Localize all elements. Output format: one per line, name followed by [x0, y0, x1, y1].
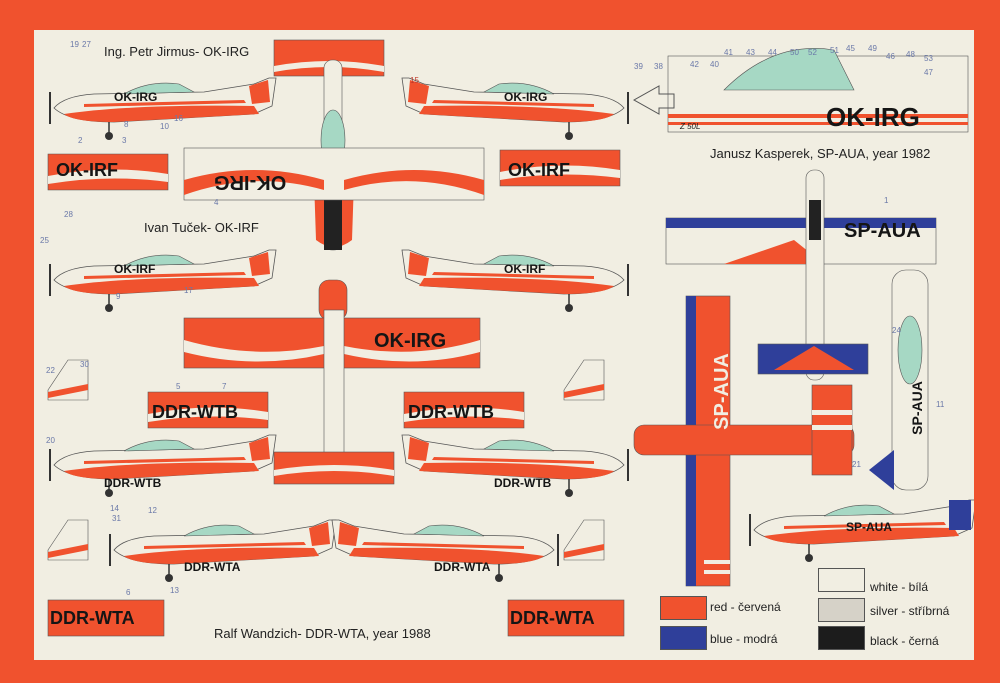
callout: 15: [410, 76, 419, 85]
caption-tucek: Ivan Tuček- OK-IRF: [144, 220, 259, 235]
top-view-ok-irg: [183, 39, 485, 251]
callout: 19: [70, 40, 79, 49]
callout: 44: [768, 48, 777, 57]
callout: 27: [82, 40, 91, 49]
reg-ok-irg-inverted: OK-IRG: [214, 171, 287, 193]
callout: 46: [886, 52, 895, 61]
legend-swatch-blue: [660, 626, 707, 650]
callout: 40: [710, 60, 719, 69]
callout: 3: [122, 136, 127, 145]
caption-kasperek: Janusz Kasperek, SP-AUA, year 1982: [710, 146, 931, 161]
reg-ddr-wta-panel-right: DDR-WTA: [510, 608, 595, 628]
belly-view-sp-aua: [869, 269, 929, 491]
callout: 9: [116, 292, 121, 301]
reg-ok-irf-right: OK-IRF: [504, 262, 546, 276]
legend-label-silver: silver - stříbrná: [870, 604, 950, 618]
callout: 4: [214, 198, 219, 207]
callout: 12: [148, 506, 157, 515]
callout: 39: [634, 62, 643, 71]
reg-ddr-wtb-left: DDR-WTB: [104, 476, 162, 490]
callout: 1: [884, 196, 889, 205]
callout: 49: [868, 44, 877, 53]
reg-ddr-wtb-right-panel: DDR-WTB: [408, 402, 494, 422]
callout: 38: [654, 62, 663, 71]
reg-sp-aua-side: SP-AUA: [846, 520, 893, 534]
callout: 14: [110, 504, 119, 513]
legend-swatch-black: [818, 626, 865, 650]
callout: 17: [184, 286, 193, 295]
reg-ok-irf-panel-right: OK-IRF: [508, 160, 570, 180]
callout: 45: [846, 44, 855, 53]
caption-wandzich: Ralf Wandzich- DDR-WTA, year 1988: [214, 626, 431, 641]
callout: 51: [830, 46, 839, 55]
reg-sp-aua-belly: SP-AUA: [908, 381, 925, 435]
callout: 8: [124, 120, 129, 129]
callout: 48: [906, 50, 915, 59]
decal-sheet: Ing. Petr Jirmus- OK-IRG Ivan Tuček- OK-…: [34, 30, 974, 660]
aircraft-drawings: [47, 39, 974, 637]
reg-ddr-wta-panel-left: DDR-WTA: [50, 608, 135, 628]
legend-swatch-red: [660, 596, 707, 620]
callout: 30: [80, 360, 89, 369]
legend-swatch-silver: [818, 598, 865, 622]
callout: 2: [78, 136, 83, 145]
reg-ok-irg-wing: OK-IRG: [374, 330, 447, 352]
legend-label-red: red - červená: [710, 600, 781, 614]
reg-ok-irf-panel: OK-IRF: [56, 160, 118, 180]
reg-sp-aua-wing: SP-AUA: [710, 353, 733, 430]
callout: 22: [46, 366, 55, 375]
callout: 43: [746, 48, 755, 57]
reg-sp-aua-top: SP-AUA: [844, 220, 921, 242]
callout: 24: [892, 326, 901, 335]
callout: 53: [924, 54, 933, 63]
top-view-wing-middle: [183, 279, 481, 485]
callout: 47: [924, 68, 933, 77]
legend-label-black: black - černá: [870, 634, 939, 648]
reg-ok-irg-right: OK-IRG: [504, 90, 548, 104]
callout: 6: [126, 588, 131, 597]
reg-ddr-wtb-right: DDR-WTB: [494, 476, 552, 490]
canopy-detail: [667, 48, 969, 133]
reg-ok-irf-left: OK-IRF: [114, 262, 156, 276]
wing-sp-aua: [633, 295, 855, 587]
top-view-sp-aua: [665, 169, 937, 381]
reg-ddr-wtb-left-panel: DDR-WTB: [152, 402, 238, 422]
legend-label-white: white - bílá: [870, 580, 929, 594]
callout: 25: [40, 236, 49, 245]
callout: 11: [936, 400, 945, 409]
callout: 7: [222, 382, 227, 391]
caption-jirmus: Ing. Petr Jirmus- OK-IRG: [104, 44, 250, 59]
callout: 52: [808, 48, 817, 57]
callout: 31: [112, 514, 121, 523]
callout: 50: [790, 48, 799, 57]
zlin-badge: Z 50L: [680, 122, 701, 131]
reg-ddr-wta-left: DDR-WTA: [184, 560, 241, 574]
arrow-left-icon: [632, 85, 675, 115]
reg-ok-irg-left: OK-IRG: [114, 90, 158, 104]
callout: 5: [176, 382, 181, 391]
callout: 13: [170, 586, 179, 595]
reg-ok-irg-detail: OK-IRG: [826, 102, 920, 132]
callout: 16: [174, 114, 183, 123]
callout: 28: [64, 210, 73, 219]
legend-swatch-white: [818, 568, 865, 592]
side-view-sp-aua: [749, 499, 974, 563]
callout: 41: [724, 48, 733, 57]
callout: 10: [160, 122, 169, 131]
legend-label-blue: blue - modrá: [710, 632, 778, 646]
callout: 42: [690, 60, 699, 69]
reg-ddr-wta-right: DDR-WTA: [434, 560, 491, 574]
callout: 21: [852, 460, 861, 469]
callout: 20: [46, 436, 55, 445]
